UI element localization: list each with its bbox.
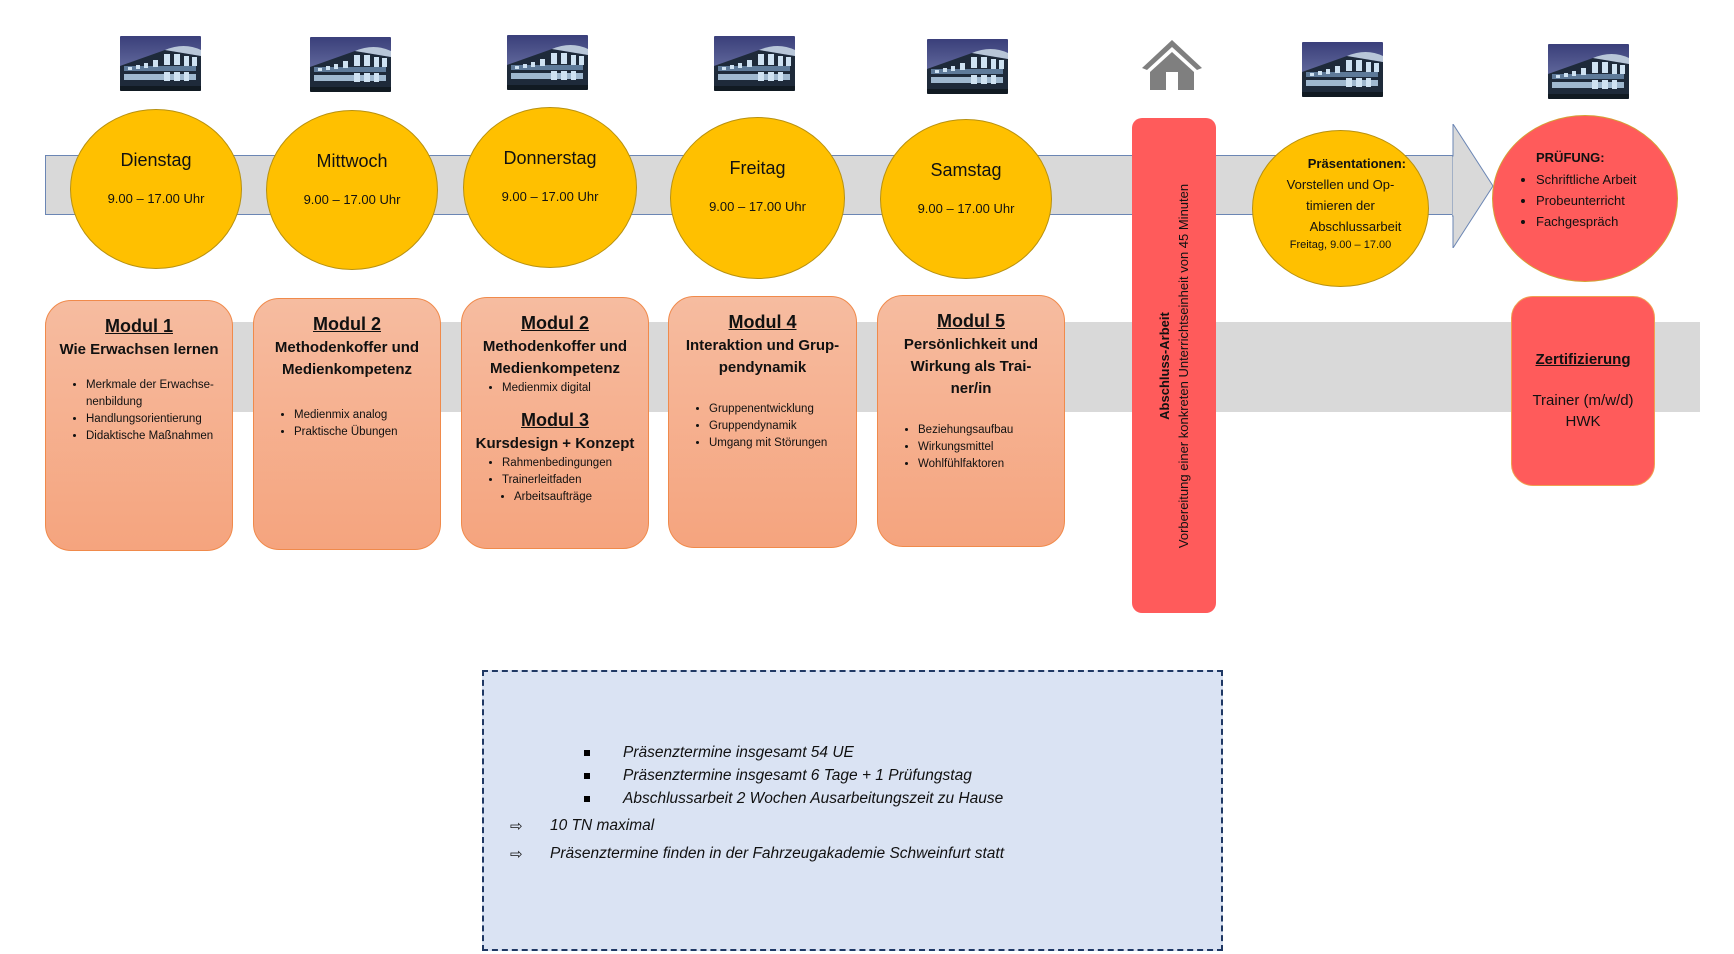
- timeline-arrow-head: [1452, 124, 1494, 248]
- day-circle-samstag: Samstag 9.00 – 17.00 Uhr: [880, 119, 1052, 279]
- square-bullet-icon: [584, 749, 590, 756]
- exam-item: Probeunterricht: [1536, 190, 1677, 211]
- info-arrow-item: Präsenztermine finden in der Fahrzeugaka…: [550, 845, 1005, 862]
- module-subtitle: Kursdesign + Konzept: [475, 435, 635, 452]
- abschluss-arbeit-bar: Abschluss-Arbeit Vorbereitung einer konk…: [1132, 118, 1216, 613]
- info-bullets: Präsenztermine insgesamt 54 UE Präsenzte…: [584, 741, 1003, 810]
- day-time: 9.00 – 17.00 Uhr: [107, 191, 205, 206]
- module-item: Wirkungsmittel: [918, 439, 1064, 456]
- exam-list: Schriftliche Arbeit Probeunterricht Fach…: [1493, 169, 1677, 232]
- info-arrow-item: 10 TN maximal: [550, 817, 655, 834]
- presentation-title: Präsentationen:: [1307, 156, 1406, 171]
- day-circle-dienstag: Dienstag 9.00 – 17.00 Uhr: [70, 109, 242, 269]
- certification-card: Zertifizierung Trainer (m/w/d) HWK: [1511, 296, 1655, 486]
- day-label: Freitag: [729, 158, 786, 178]
- day-time: 9.00 – 17.00 Uhr: [709, 199, 806, 214]
- module-item: Beziehungsaufbau: [918, 422, 1064, 439]
- arrow-right-icon: ⇨: [510, 846, 523, 863]
- module-item: Gruppendynamik: [709, 418, 856, 435]
- square-bullet-icon: [584, 772, 590, 779]
- module-item: Gruppenentwicklung: [709, 401, 856, 418]
- module-item: Trainerleitfaden: [502, 472, 648, 489]
- module-item: Wohlfühlfaktoren: [918, 456, 1064, 473]
- arrow-right-icon: ⇨: [510, 818, 523, 835]
- exam-title: PRÜFUNG:: [1536, 150, 1605, 165]
- module-item: Didaktische Maßnahmen: [86, 428, 232, 445]
- certification-line: Trainer (m/w/d): [1532, 392, 1634, 409]
- module-card-2: Modul 2 Methodenkoffer und Medienkompete…: [253, 298, 441, 550]
- info-bullet: Präsenztermine insgesamt 6 Tage + 1 Prüf…: [623, 766, 972, 784]
- day-label: Donnerstag: [503, 148, 597, 168]
- module-card-3: Modul 2 Methodenkoffer und Medienkompete…: [461, 297, 649, 549]
- day-circle-freitag: Freitag 9.00 – 17.00 Uhr: [670, 117, 845, 279]
- presentation-circle: Präsentationen: Vorstellen und Op- timie…: [1252, 130, 1429, 287]
- module-heading: Modul 2: [313, 314, 381, 334]
- module-heading: Modul 4: [728, 312, 797, 332]
- module-subtitle: Interaktion und Grup-pendynamik: [685, 337, 840, 376]
- abschluss-text: Vorbereitung einer konkreten Unterrichts…: [1176, 183, 1191, 548]
- day-label: Mittwoch: [316, 151, 388, 171]
- info-arrows: ⇨ 10 TN maximal ⇨ Präsenztermine finden in…: [510, 812, 1004, 868]
- certification-title: Zertifizierung: [1535, 351, 1631, 368]
- building-icon: [1548, 44, 1629, 99]
- day-circle-donnerstag: Donnerstag 9.00 – 17.00 Uhr: [463, 107, 637, 268]
- day-time: 9.00 – 17.00 Uhr: [303, 192, 401, 207]
- day-circle-mittwoch: Mittwoch 9.00 – 17.00 Uhr: [266, 110, 438, 270]
- module-subtitle: Persönlichkeit und Wirkung als Trai-ner/…: [903, 336, 1039, 397]
- module-card-4: Modul 4 Interaktion und Grup-pendynamik …: [668, 296, 857, 548]
- building-icon: [310, 37, 391, 92]
- module-item: Medienmix analog: [294, 407, 440, 424]
- building-icon: [714, 36, 795, 91]
- module-subtitle: Wie Erwachsen lernen: [59, 341, 219, 358]
- building-icon: [120, 36, 201, 91]
- certification-line: HWK: [1565, 413, 1601, 430]
- module-item: Arbeitsaufträge: [514, 489, 648, 506]
- day-time: 9.00 – 17.00 Uhr: [917, 201, 1015, 216]
- building-icon: [507, 35, 588, 90]
- module-item: Praktische Übungen: [294, 424, 440, 441]
- presentation-line: Vorstellen und Op-: [1286, 177, 1395, 192]
- module-item: Merkmale der Erwachse-nenbildung: [86, 377, 232, 411]
- module-item: Medienmix digital: [502, 380, 648, 397]
- presentation-time: Freitag, 9.00 – 17.00: [1289, 239, 1392, 251]
- module-item: Umgang mit Störungen: [709, 435, 856, 452]
- abschluss-title: Abschluss-Arbeit: [1157, 311, 1172, 420]
- module-card-5: Modul 5 Persönlichkeit und Wirkung als T…: [877, 295, 1065, 547]
- module-heading: Modul 5: [937, 311, 1005, 331]
- module-subtitle: Methodenkoffer und Medienkompetenz: [482, 338, 628, 377]
- building-icon: [927, 39, 1008, 94]
- presentation-line: Abschlussarbeit: [1309, 219, 1402, 234]
- building-icon: [1302, 42, 1383, 97]
- info-bullet: Präsenztermine insgesamt 54 UE: [623, 743, 854, 761]
- module-item: Handlungsorientierung: [86, 411, 232, 428]
- square-bullet-icon: [584, 795, 590, 802]
- day-label: Dienstag: [120, 150, 192, 170]
- module-card-1: Modul 1 Wie Erwachsen lernen Merkmale de…: [45, 300, 233, 551]
- presentation-line: timieren der: [1306, 198, 1375, 213]
- module-heading: Modul 3: [521, 410, 589, 430]
- home-icon: [1142, 40, 1202, 90]
- module-heading: Modul 2: [521, 313, 589, 333]
- day-time: 9.00 – 17.00 Uhr: [501, 189, 599, 204]
- info-bullet: Abschlussarbeit 2 Wochen Ausarbeitungsze…: [623, 789, 1004, 807]
- exam-circle: PRÜFUNG: Schriftliche Arbeit Probeunterr…: [1492, 115, 1678, 282]
- exam-item: Fachgespräch: [1536, 211, 1677, 232]
- module-item: Rahmenbedingungen: [502, 455, 648, 472]
- day-label: Samstag: [930, 160, 1002, 180]
- exam-item: Schriftliche Arbeit: [1536, 169, 1677, 190]
- info-box: Präsenztermine insgesamt 54 UE Präsenzte…: [482, 670, 1223, 951]
- module-subtitle: Methodenkoffer und Medienkompetenz: [274, 339, 420, 378]
- module-heading: Modul 1: [105, 316, 173, 336]
